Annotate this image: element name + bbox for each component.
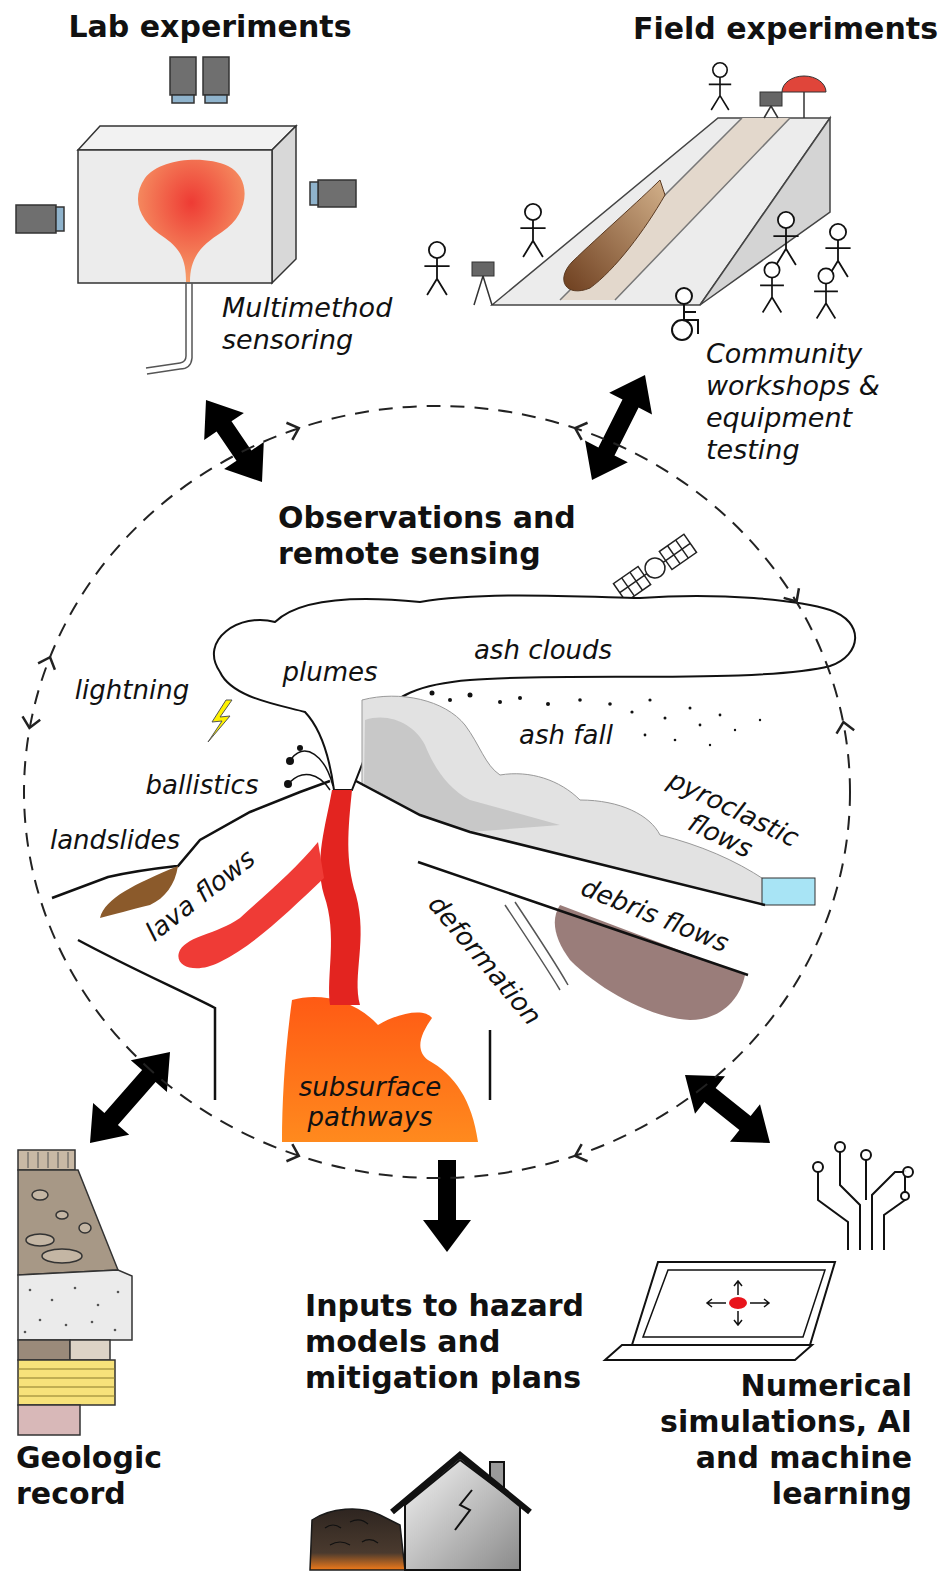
person xyxy=(424,242,449,295)
caption-text: Community workshops & equipment testing xyxy=(706,338,891,466)
thick-arrow xyxy=(90,1052,170,1143)
panel-heading: Field experiments xyxy=(458,11,938,47)
caption-text: Multimethod sensoring xyxy=(222,292,422,356)
thick-arrow xyxy=(585,375,652,480)
person xyxy=(760,262,784,312)
panel-heading: Lab experiments xyxy=(10,9,410,45)
panel-heading: Observations and remote sensing xyxy=(278,500,638,572)
hazard-label: ash clouds xyxy=(474,635,612,665)
person xyxy=(773,212,798,265)
panel-heading: Numerical simulations, AI and machine le… xyxy=(612,1368,912,1512)
thick-arrow xyxy=(204,400,264,482)
strata-column xyxy=(18,1150,132,1435)
hazard-label: lightning xyxy=(75,675,189,705)
cycle-chevrons xyxy=(21,420,855,1165)
hazard-output-panel: Inputs to hazard models and mitigation p… xyxy=(300,1255,630,1573)
person xyxy=(814,268,838,318)
lab-panel: Lab experimentsMultimethod sensoring xyxy=(10,5,410,400)
field-panel: Field experimentsCommunity workshops & e… xyxy=(430,5,940,475)
thick-arrow xyxy=(423,1160,471,1252)
hazard-label: landslides xyxy=(50,825,180,855)
dashed-ellipse xyxy=(24,406,850,1178)
field-setup xyxy=(424,63,850,340)
panel-heading: Inputs to hazard models and mitigation p… xyxy=(305,1288,625,1396)
panel-heading: Geologic record xyxy=(16,1440,168,1512)
thick-arrow xyxy=(685,1075,770,1143)
person xyxy=(709,63,731,110)
satellite xyxy=(613,534,696,601)
wheelchair-user xyxy=(672,288,698,340)
geologic-panel: Geologic record xyxy=(10,1145,175,1516)
computer-and-network xyxy=(605,1142,913,1360)
hazard-label: ballistics xyxy=(146,770,259,800)
hazard-label: deformation xyxy=(422,889,547,1030)
house-and-lava xyxy=(310,1455,530,1570)
person xyxy=(520,204,545,257)
hazard-label: ash fall xyxy=(519,720,613,750)
modeling-panel: Numerical simulations, AI and machine le… xyxy=(575,1140,920,1540)
hazard-label: plumes xyxy=(282,657,377,687)
hazard-label: subsurface pathways xyxy=(285,1072,455,1132)
